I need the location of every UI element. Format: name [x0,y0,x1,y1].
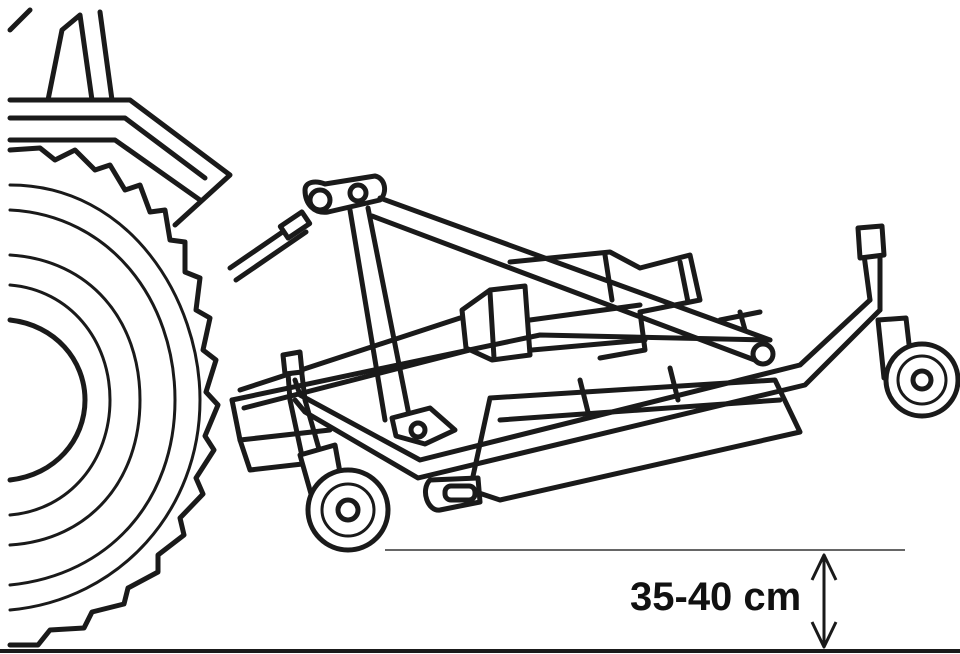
tractor-body [7,7,233,228]
gearbox [507,249,763,361]
height-label: 35-40 cm [630,575,802,619]
tractor-tire [7,145,221,648]
tube-frame [292,223,887,481]
rear-caster-wheel [875,315,960,419]
top-link [227,209,313,283]
height-dimension-arrow [810,553,838,649]
front-caster-wheel [280,349,391,553]
